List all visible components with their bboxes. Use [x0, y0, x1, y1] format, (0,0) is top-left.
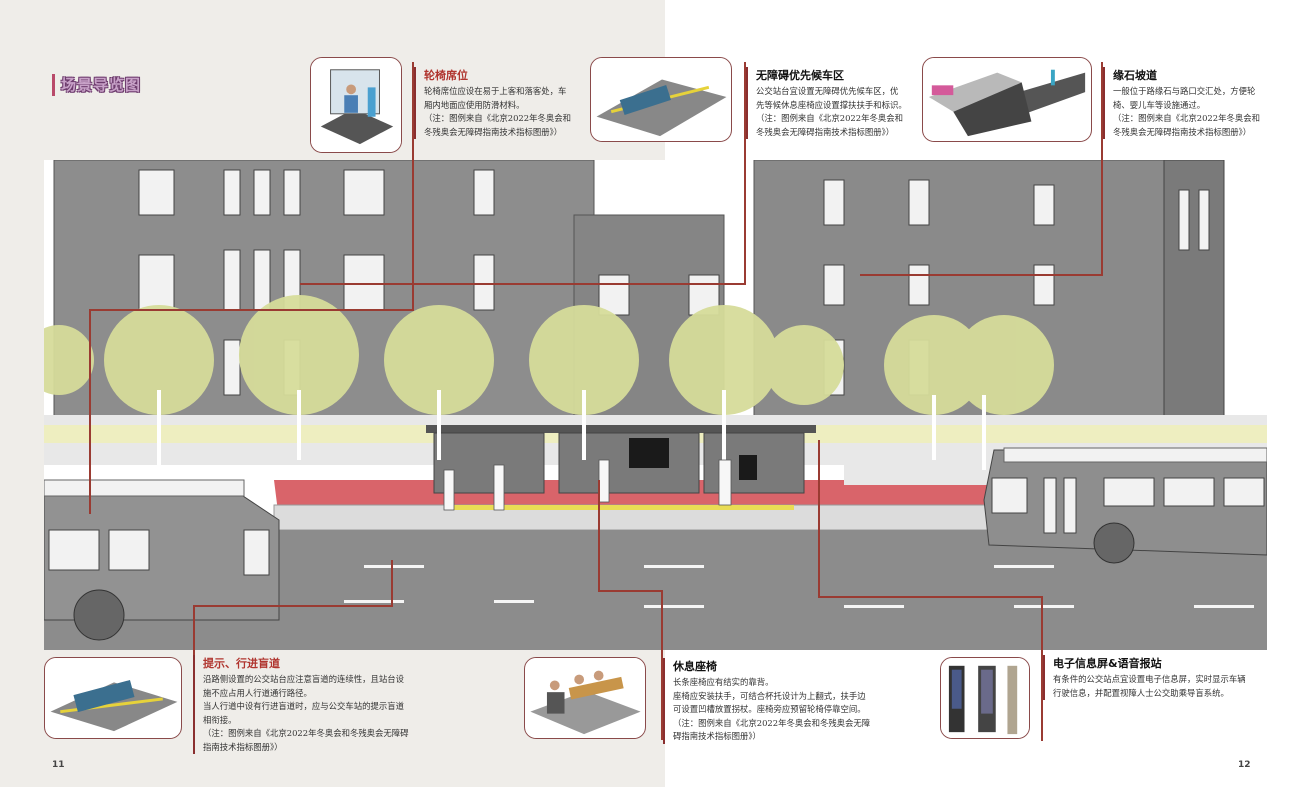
callout-curb-title: 缘石坡道	[1113, 69, 1157, 82]
leader-waiting-v	[744, 62, 746, 284]
tactile-paving-thumb	[44, 657, 182, 739]
callout-screen-line: 行驶信息，并配置视障人士公交助乘导盲系统。	[1053, 687, 1229, 698]
leader-waiting-h	[300, 283, 746, 285]
callout-seat-line: （注：图例来自《北京2022年冬奥会和冬残奥会无障	[673, 717, 871, 728]
callout-curb-line: （注：图例来自《北京2022年冬奥会和	[1113, 113, 1260, 123]
callout-tactile-title: 提示、行进盲道	[203, 657, 280, 670]
leader-screen-h	[818, 596, 1043, 598]
callout-curb-line: 冬残奥会无障碍指南技术指标图册》）	[1113, 126, 1252, 137]
leader-tactile-v	[193, 605, 195, 685]
callout-seat-title: 休息座椅	[673, 660, 717, 673]
callout-curb-line: 一般位于路缘石与路口交汇处，方便轮	[1113, 86, 1256, 96]
wheelchair-thumb	[310, 57, 402, 153]
page-number-right: 12	[1238, 760, 1251, 770]
callout-seat-line: 可设置凹槽放置拐杖。座椅旁应预留轮椅停靠空间。	[673, 704, 866, 714]
callout-seat: 休息座椅 长条座椅应有结实的靠背。 座椅应安装扶手，可结合杯托设计为上翻式，扶手…	[663, 658, 893, 744]
callout-waiting-line: 公交站台宜设置无障碍优先候车区，优	[756, 86, 899, 96]
callout-waiting-line: 冬残奥会无障碍指南技术指标图册》）	[756, 126, 895, 137]
callout-wheelchair-title: 轮椅席位	[424, 69, 468, 82]
leader-wheelchair-down	[89, 309, 91, 514]
callout-seat-line: 座椅应安装扶手，可结合杯托设计为上翻式，扶手边	[673, 690, 866, 701]
waiting-area-thumb	[590, 57, 732, 142]
callout-curb-line: 椅、婴儿车等设施通过。	[1113, 99, 1206, 110]
section-title: 场景导览图	[52, 74, 141, 96]
callout-tactile-line: 施不应占用人行道通行路径。	[203, 687, 312, 698]
callout-wheelchair: 轮椅席位 轮椅席位应设在易于上客和落客处，车 厢内地面应使用防滑材料。 （注：图…	[414, 67, 584, 139]
callout-tactile: 提示、行进盲道 沿路侧设置的公交站台应注意盲道的连续性，且站台设 施不应占用人行…	[193, 655, 423, 754]
callout-seat-line: 碍指南技术指标图册》）	[673, 731, 761, 741]
leader-curb-v	[1101, 62, 1103, 275]
callout-screen-title: 电子信息屏&语音报站	[1053, 657, 1162, 670]
leader-wheelchair-h	[89, 309, 414, 311]
curb-ramp-thumb	[922, 57, 1092, 142]
callout-tactile-line: 指南技术指标图册》）	[203, 741, 283, 752]
bench-thumb	[524, 657, 646, 739]
leader-screen-v	[818, 440, 820, 598]
callout-tactile-line: 当人行道中设有行进盲道时，应与公交车站的提示盲道	[203, 701, 404, 711]
callout-wheelchair-line: 冬残奥会无障碍指南技术指标图册》）	[424, 126, 563, 137]
leader-seat-h	[598, 590, 663, 592]
leader-tactile-h	[193, 605, 393, 607]
callout-curb: 缘石坡道 一般位于路缘石与路口交汇处，方便轮 椅、婴儿车等设施通过。 （注：图例…	[1103, 67, 1273, 139]
leader-screen-down	[1041, 596, 1043, 741]
callout-tactile-line: 相衔接。	[203, 714, 237, 725]
callout-tactile-line: 沿路侧设置的公交站台应注意盲道的连续性，且站台设	[203, 674, 404, 684]
callout-waiting: 无障碍优先候车区 公交站台宜设置无障碍优先候车区，优 先等候休息座椅应设置撑扶扶…	[746, 67, 916, 139]
info-screen-thumb	[940, 657, 1030, 739]
callout-seat-line: 长条座椅应有结实的靠背。	[673, 677, 774, 687]
callout-screen: 电子信息屏&语音报站 有条件的公交站点宜设置电子信息屏，实时显示车辆 行驶信息，…	[1043, 655, 1273, 700]
callout-tactile-line: （注：图例来自《北京2022年冬奥会和冬残奥会无障碍	[203, 728, 409, 738]
scene-illustration	[44, 160, 1267, 650]
callout-waiting-title: 无障碍优先候车区	[756, 69, 844, 82]
callout-wheelchair-line: 厢内地面应使用防滑材料。	[424, 99, 525, 110]
callout-wheelchair-line: 轮椅席位应设在易于上客和落客处，车	[424, 86, 567, 96]
callout-waiting-line: 先等候休息座椅应设置撑扶扶手和标识。	[756, 99, 907, 110]
callout-waiting-line: （注：图例来自《北京2022年冬奥会和	[756, 113, 903, 123]
leader-seat-down	[661, 590, 663, 740]
callout-screen-line: 有条件的公交站点宜设置电子信息屏，实时显示车辆	[1053, 674, 1246, 684]
leader-wheelchair-v	[412, 62, 414, 311]
leader-seat-v	[598, 480, 600, 592]
leader-tactile-up	[391, 560, 393, 607]
page-number-left: 11	[52, 760, 65, 770]
callout-wheelchair-line: （注：图例来自《北京2022年冬奥会和	[424, 113, 571, 123]
leader-curb-h	[860, 274, 1103, 276]
